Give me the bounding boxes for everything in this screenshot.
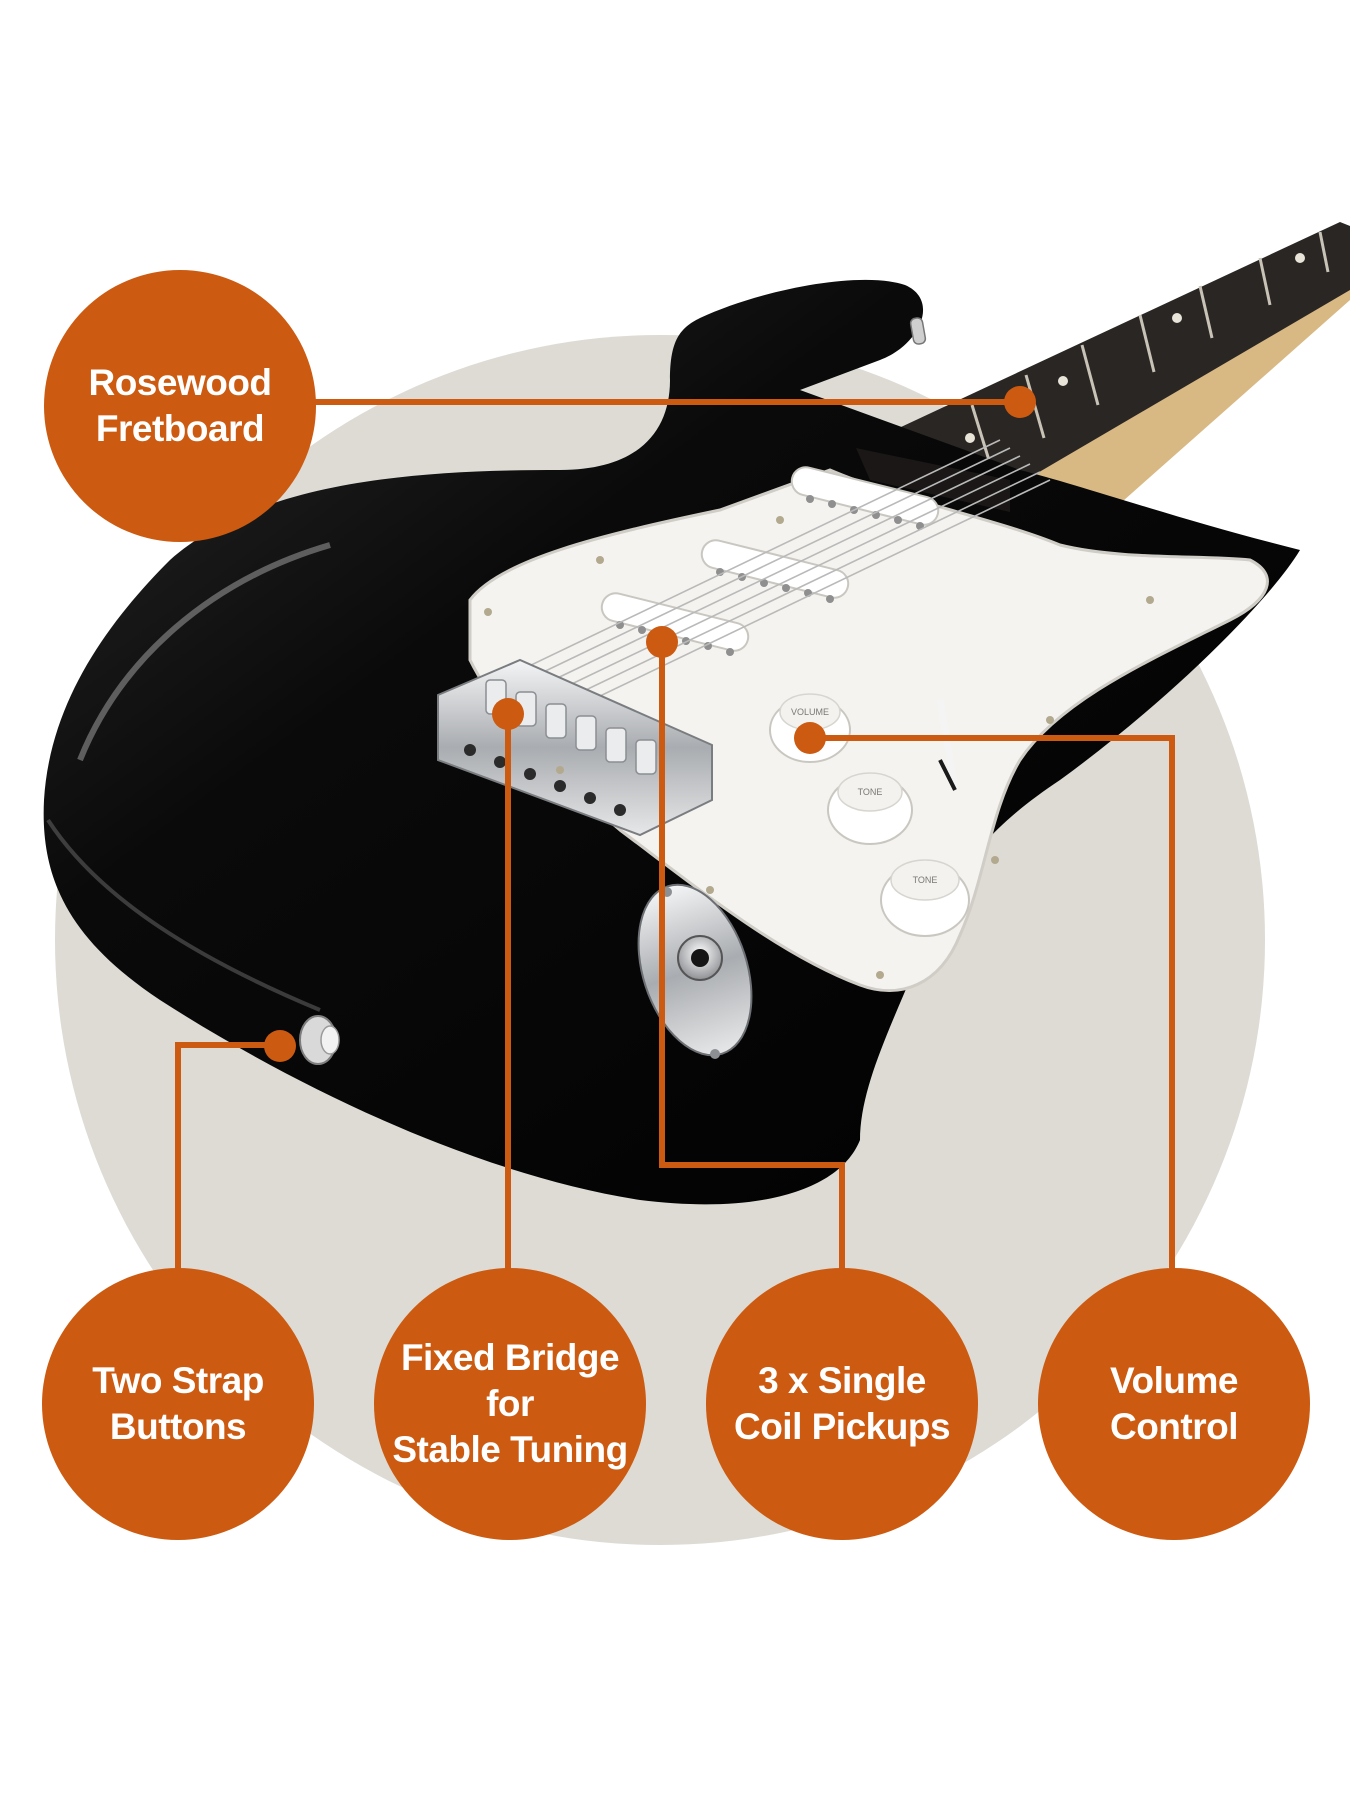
output-jack (637, 883, 753, 1059)
guitar-neck (856, 222, 1350, 532)
callout-volume-label: Volume Control (1109, 1360, 1239, 1447)
callout-pickups-label: 3 x Single Coil Pickups (733, 1360, 951, 1447)
callout-fretboard-label: Rosewood Fretboard (88, 362, 272, 449)
callout-pickups: 3 x Single Coil Pickups (706, 1268, 978, 1540)
volume-knob-label: VOLUME (791, 707, 829, 717)
tone-knob-2: TONE (880, 859, 970, 937)
leader-strap-buttons (175, 1042, 276, 1270)
callout-fretboard: Rosewood Fretboard (44, 270, 316, 542)
tone-knob-1: TONE (827, 772, 913, 845)
callout-bridge: Fixed Bridge for Stable Tuning (374, 1268, 646, 1540)
callout-strap-buttons-label: Two Strap Buttons (92, 1360, 264, 1447)
leader-volume (810, 735, 1175, 1270)
strap-button (299, 1015, 340, 1065)
leader-pickups (659, 642, 845, 1270)
tone-knob-1-label: TONE (858, 787, 883, 797)
anchor-strap-buttons (264, 1030, 296, 1062)
anchor-volume (794, 722, 826, 754)
tone-knob-2-label: TONE (913, 875, 938, 885)
anchor-fretboard (1004, 386, 1036, 418)
callout-volume: Volume Control (1038, 1268, 1310, 1540)
callout-strap-buttons: Two Strap Buttons (42, 1268, 314, 1540)
callout-leaders (175, 399, 1175, 1270)
anchor-bridge (492, 698, 524, 730)
anchor-pickups (646, 626, 678, 658)
callout-bridge-label: Fixed Bridge for Stable Tuning (392, 1337, 628, 1470)
